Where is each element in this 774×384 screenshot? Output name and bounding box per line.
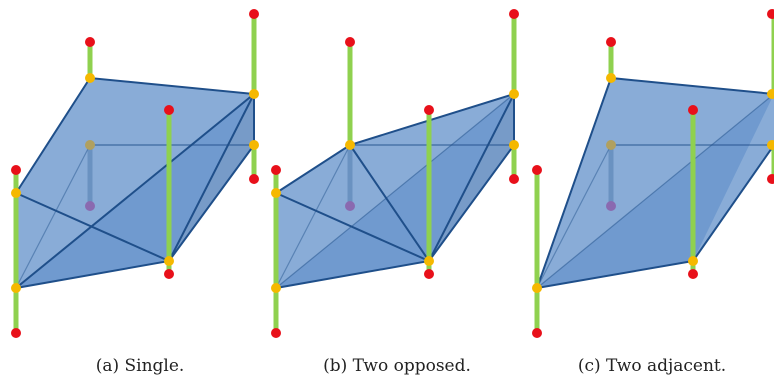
vertex xyxy=(164,256,174,266)
endpoint xyxy=(767,174,774,184)
vertex xyxy=(509,89,519,99)
endpoint xyxy=(345,37,355,47)
center-point xyxy=(85,201,95,211)
vertex xyxy=(606,140,616,150)
panel-single xyxy=(11,9,259,338)
vertex xyxy=(688,256,698,266)
endpoint xyxy=(11,165,21,175)
caption-a: (a) Single. xyxy=(95,356,185,376)
endpoint xyxy=(164,105,174,115)
vertex xyxy=(85,73,95,83)
edge xyxy=(536,260,694,289)
endpoint xyxy=(271,165,281,175)
endpoint xyxy=(606,37,616,47)
edge xyxy=(692,144,774,262)
center-point xyxy=(345,201,355,211)
vertex xyxy=(85,140,95,150)
endpoint xyxy=(249,174,259,184)
edge xyxy=(15,144,91,289)
vertex xyxy=(345,140,355,150)
edge xyxy=(275,144,351,289)
vertex xyxy=(424,256,434,266)
vertex xyxy=(11,188,21,198)
vertex xyxy=(532,283,542,293)
endpoint xyxy=(532,165,542,175)
face xyxy=(16,78,254,261)
center-point xyxy=(606,201,616,211)
endpoint xyxy=(249,9,259,19)
vertex xyxy=(249,140,259,150)
endpoint xyxy=(164,269,174,279)
edge xyxy=(536,144,612,289)
face xyxy=(537,78,774,288)
edge xyxy=(15,192,170,262)
endpoint xyxy=(424,105,434,115)
vertex xyxy=(606,73,616,83)
endpoint xyxy=(532,328,542,338)
vertex xyxy=(11,283,21,293)
endpoint xyxy=(509,174,519,184)
endpoint xyxy=(11,328,21,338)
panel-two-adjacent xyxy=(532,9,774,338)
edge xyxy=(275,93,515,289)
vertex xyxy=(767,89,774,99)
edge xyxy=(168,93,255,262)
endpoint xyxy=(688,105,698,115)
edge xyxy=(428,93,515,262)
endpoint xyxy=(688,269,698,279)
vertex xyxy=(767,140,774,150)
vertex xyxy=(271,188,281,198)
caption-c: (c) Two adjacent. xyxy=(577,356,727,376)
vertex xyxy=(271,283,281,293)
edge xyxy=(536,93,774,289)
caption-b: (b) Two opposed. xyxy=(323,356,471,376)
endpoint xyxy=(85,37,95,47)
endpoint xyxy=(509,9,519,19)
endpoint xyxy=(271,328,281,338)
edge xyxy=(15,93,255,289)
endpoint xyxy=(767,9,774,19)
vertex xyxy=(509,140,519,150)
edge xyxy=(349,144,430,262)
edge xyxy=(275,192,430,262)
endpoint xyxy=(424,269,434,279)
panel-two-opposed xyxy=(271,9,519,338)
vertex xyxy=(249,89,259,99)
